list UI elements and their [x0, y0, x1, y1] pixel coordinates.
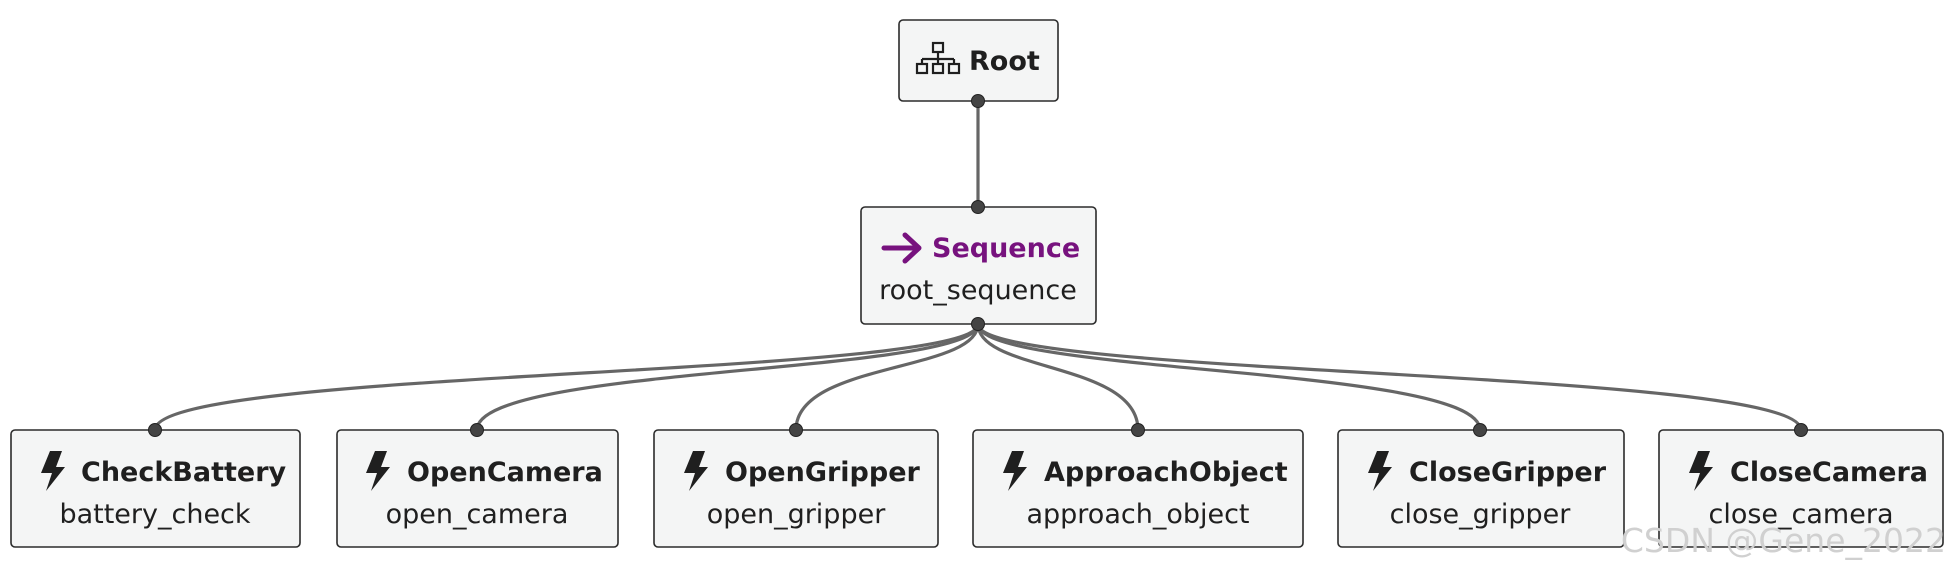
action-type-label: ApproachObject: [1044, 457, 1288, 488]
edge-sequence-to-closegripper: [976, 323, 1482, 431]
edges: [153, 101, 1803, 431]
port-root-out: [971, 94, 985, 108]
action-type-label: CloseCamera: [1730, 457, 1928, 488]
port-sequence-out: [971, 317, 985, 331]
edge-sequence-to-opengripper: [794, 323, 980, 431]
action-name: open_camera: [386, 499, 569, 530]
port-closecamera-in: [1794, 423, 1808, 437]
port-checkbattery-in: [148, 423, 162, 437]
edge-sequence-to-approachobject: [976, 323, 1140, 431]
action-node-opengripper[interactable]: OpenGripper open_gripper: [653, 429, 939, 548]
action-node-closecamera[interactable]: CloseCamera close_camera: [1658, 429, 1944, 548]
edge-sequence-to-checkbattery: [153, 323, 980, 431]
action-type-label: CloseGripper: [1409, 457, 1607, 488]
edge-sequence-to-opencamera: [475, 323, 980, 431]
hierarchy-icon: [915, 41, 961, 75]
lightning-icon: [41, 451, 65, 491]
lightning-icon: [1003, 451, 1027, 491]
lightning-icon: [684, 451, 708, 491]
action-node-opencamera[interactable]: OpenCamera open_camera: [336, 429, 619, 548]
port-sequence-in: [971, 200, 985, 214]
watermark-text: CSDN @Gene_2022: [1621, 521, 1946, 560]
action-node-closegripper[interactable]: CloseGripper close_gripper: [1337, 429, 1625, 548]
action-type-label: OpenGripper: [725, 457, 921, 488]
action-type-label: OpenCamera: [407, 457, 603, 488]
port-opencamera-in: [470, 423, 484, 437]
sequence-node[interactable]: Sequence root_sequence: [860, 206, 1097, 325]
port-approachobject-in: [1131, 423, 1145, 437]
action-name: battery_check: [59, 499, 250, 530]
action-node-approachobject[interactable]: ApproachObject approach_object: [972, 429, 1304, 548]
action-name: approach_object: [1026, 499, 1249, 530]
action-name: close_camera: [1709, 499, 1894, 530]
action-name: close_gripper: [1390, 499, 1572, 530]
root-node[interactable]: Root: [898, 19, 1059, 102]
action-name: open_gripper: [707, 499, 887, 530]
edge-sequence-to-closecamera: [976, 323, 1803, 431]
arrow-right-icon: [881, 232, 922, 264]
ports: [148, 94, 1808, 437]
lightning-icon: [366, 451, 390, 491]
lightning-icon: [1368, 451, 1392, 491]
sequence-name: root_sequence: [879, 275, 1077, 306]
port-opengripper-in: [789, 423, 803, 437]
action-type-label: CheckBattery: [81, 457, 287, 488]
lightning-icon: [1689, 451, 1713, 491]
sequence-type-label: Sequence: [932, 233, 1080, 264]
root-label: Root: [969, 46, 1040, 77]
action-node-checkbattery[interactable]: CheckBattery battery_check: [10, 429, 301, 548]
port-closegripper-in: [1473, 423, 1487, 437]
